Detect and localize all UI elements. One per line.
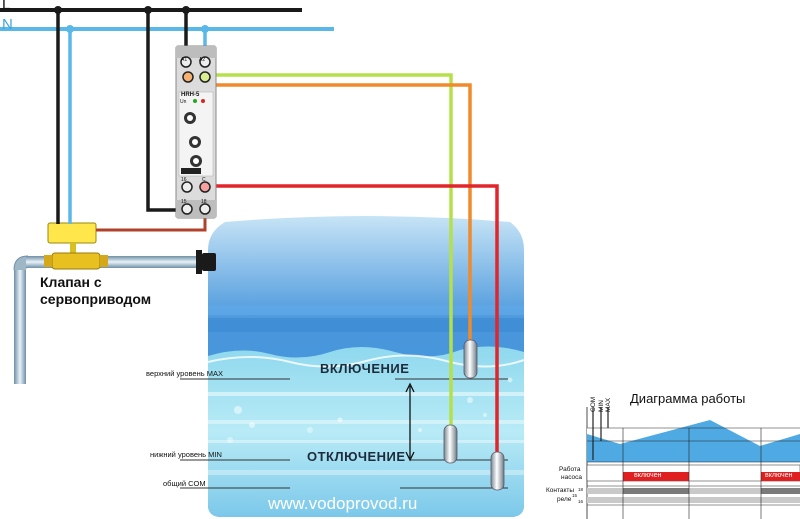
terminal-a1-screw	[180, 56, 192, 68]
level-com-label: общий COM	[163, 479, 206, 488]
diagram-row-contacts-2: реле	[557, 496, 572, 503]
terminal-a2-screw	[199, 56, 211, 68]
terminal-18-screw	[199, 203, 211, 215]
tank-inlet-fitting	[196, 250, 216, 274]
led-green-icon	[193, 99, 197, 103]
wire-orange	[188, 83, 472, 340]
diagram-contact-18: 18	[578, 487, 584, 492]
diagram-contact-16: 16	[578, 499, 584, 504]
relay-terminal-16: 16	[181, 177, 187, 183]
diagram-axis-com: COM	[590, 396, 597, 412]
level-min-label: нижний уровень MIN	[150, 450, 222, 459]
diagram-on-label-1: включен	[634, 472, 662, 479]
terminal-green-screw	[199, 71, 211, 83]
diagram-on-label-2: включен	[765, 472, 793, 479]
relay-terminal-c: C	[202, 177, 206, 183]
wire-l-label: L	[2, 0, 11, 13]
terminal-16-screw	[181, 181, 193, 193]
relay-terminal-15: 15	[181, 199, 187, 205]
valve-label: Клапан с сервоприводом	[40, 274, 152, 307]
relay-terminal-a2: A2	[199, 57, 206, 63]
dial-icon	[190, 155, 202, 167]
diagram-row-pump-2: насоса	[561, 474, 583, 481]
float-sensor-com	[490, 451, 505, 491]
wire-yellow-green	[208, 73, 453, 425]
diagram-axis-max: MAX	[605, 397, 612, 412]
range-arrow	[405, 382, 415, 462]
relay-terminal-18: 18	[201, 199, 207, 205]
wire-n-label: N	[2, 16, 13, 33]
relay-terminal-a1: A1	[181, 57, 188, 63]
float-sensor-min	[443, 424, 458, 464]
terminal-15-screw	[181, 203, 193, 215]
state-off-label: ОТКЛЮЧЕНИЕ	[307, 449, 406, 464]
diagram-title: Диаграмма работы	[630, 391, 746, 406]
terminal-c-screw	[199, 181, 211, 193]
wire-red	[205, 184, 499, 452]
diagram-contact-15: 15	[572, 493, 578, 498]
relay-module	[175, 45, 217, 219]
diagram-row-contacts-1: Контакты	[546, 487, 575, 494]
servo-valve	[44, 222, 108, 270]
dial-icon	[189, 136, 201, 148]
relay-indicator-un: Un	[180, 99, 187, 105]
diagram-row-pump-1: Работа	[559, 466, 581, 473]
relay-logo	[181, 168, 201, 174]
water-body	[207, 346, 525, 517]
led-red-icon	[201, 99, 205, 103]
pump-on-bar-1	[623, 472, 689, 481]
level-max-label: верхний уровень MAX	[146, 369, 223, 378]
float-sensor-max	[463, 339, 478, 379]
state-on-label: ВКЛЮЧЕНИЕ	[320, 361, 410, 376]
relay-model: HRH-5	[181, 92, 200, 98]
website-label: www.vodoprovod.ru	[268, 494, 418, 513]
dial-icon	[184, 112, 196, 124]
terminal-orange-screw	[182, 71, 194, 83]
operation-diagram	[586, 407, 800, 519]
diagram-axis-min: MIN	[598, 400, 605, 412]
pump-on-bar-2	[761, 472, 800, 481]
wire-black-15	[146, 10, 186, 212]
